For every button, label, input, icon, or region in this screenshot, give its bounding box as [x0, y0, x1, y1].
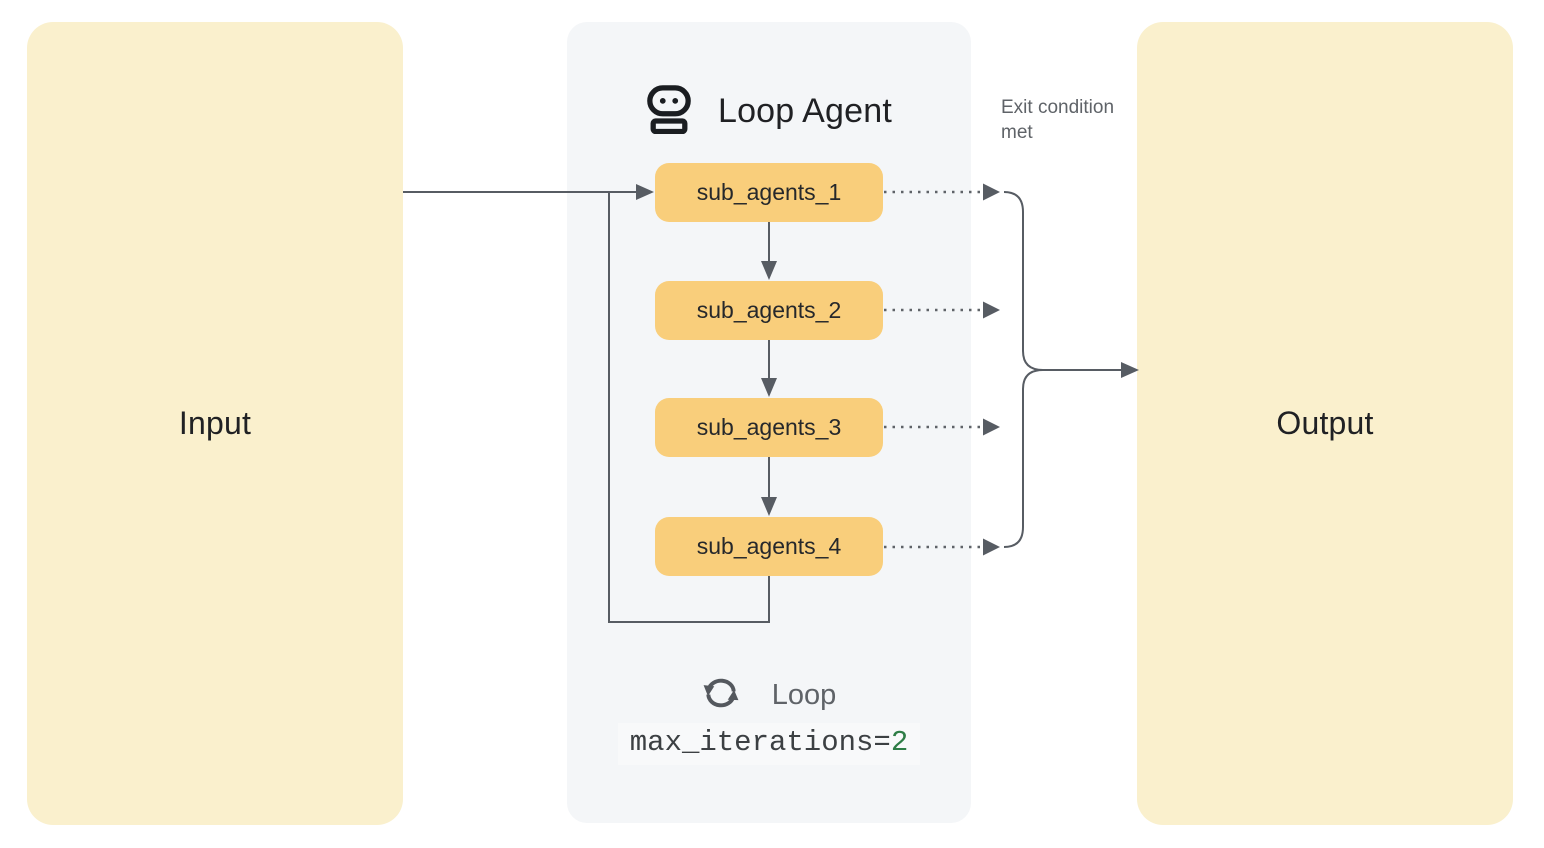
loop-agent-header: Loop Agent [567, 84, 971, 139]
sub-agent-4-label: sub_agents_4 [696, 533, 842, 559]
loop-sync-icon [702, 674, 740, 717]
sub-agent-3-box: sub_agents_3 [655, 398, 883, 457]
loop-agent-panel: Loop Agent sub_agents_1 sub_agents_2 sub… [567, 22, 971, 823]
sub-agent-2-box: sub_agents_2 [655, 281, 883, 340]
exit-condition-note: Exit condition met [1001, 97, 1115, 143]
robot-icon [646, 84, 692, 139]
loop-agent-title: Loop Agent [717, 92, 893, 130]
max-iterations-value: 2 [890, 726, 909, 759]
sub-agent-1-box: sub_agents_1 [655, 163, 883, 222]
loop-footer: Loop [567, 674, 971, 717]
input-panel: Input [27, 22, 403, 825]
sub-agent-3-label: sub_agents_3 [696, 414, 842, 440]
sub-agent-4-box: sub_agents_4 [655, 517, 883, 576]
max-iterations-code: max_iterations=2 [617, 723, 921, 765]
sub-agent-2-label: sub_agents_2 [696, 297, 842, 323]
output-panel: Output [1137, 22, 1513, 825]
max-iterations-text: max_iterations= [629, 726, 891, 759]
input-label: Input [178, 405, 252, 441]
merge-to-output-connector [1003, 191, 1139, 548]
loop-label: Loop [771, 679, 837, 711]
max-iterations-row: max_iterations=2 [567, 723, 971, 765]
output-label: Output [1276, 405, 1374, 441]
sub-agent-1-label: sub_agents_1 [696, 179, 842, 205]
